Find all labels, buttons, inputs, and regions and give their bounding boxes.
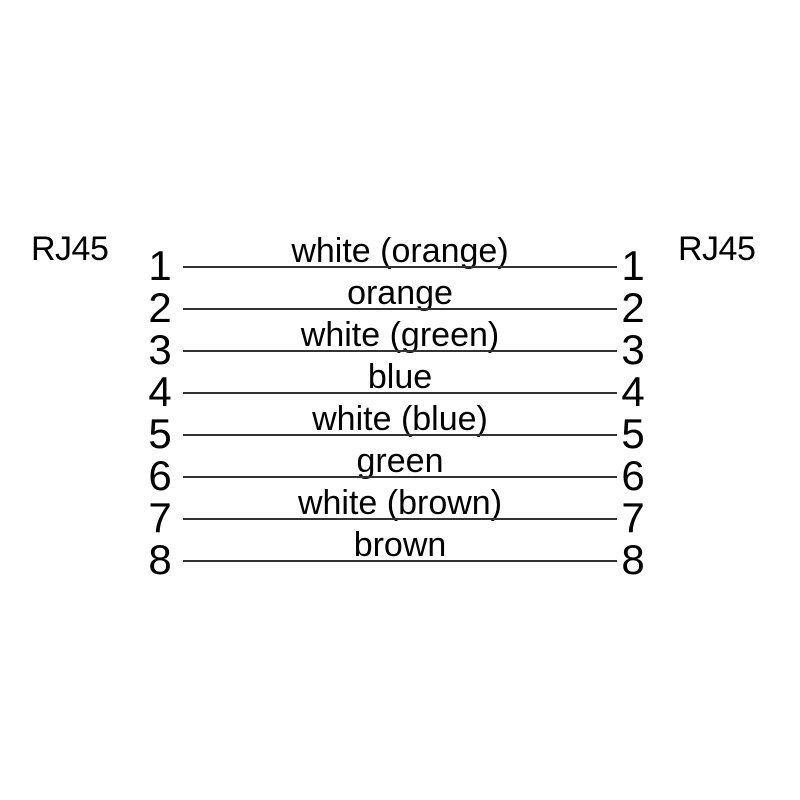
wire-color-label: white (orange) bbox=[291, 232, 509, 270]
left-connector-label: RJ45 bbox=[31, 230, 109, 268]
left-pin-number: 7 bbox=[148, 494, 172, 541]
wire-line bbox=[183, 392, 617, 394]
wire-color-label: blue bbox=[367, 358, 433, 396]
wire-line bbox=[183, 350, 617, 352]
right-pin-number: 3 bbox=[621, 326, 645, 373]
left-pin-number: 3 bbox=[148, 326, 172, 373]
right-pin-number: 2 bbox=[621, 284, 645, 331]
left-pin-number: 2 bbox=[148, 284, 172, 331]
left-pin-number: 1 bbox=[148, 242, 172, 289]
right-pin-number: 4 bbox=[621, 368, 645, 415]
right-connector-label: RJ45 bbox=[678, 230, 756, 268]
left-pin-number: 6 bbox=[148, 452, 172, 499]
right-pin-number: 5 bbox=[621, 410, 645, 457]
right-pin-number: 7 bbox=[621, 494, 645, 541]
wire-line bbox=[183, 266, 617, 268]
left-pin-number: 8 bbox=[148, 536, 172, 583]
wire-color-label: white (blue) bbox=[312, 400, 488, 438]
wire-line bbox=[183, 476, 617, 478]
right-pin-number: 8 bbox=[621, 536, 645, 583]
wire-color-label: white (brown) bbox=[297, 484, 503, 522]
wire-line bbox=[183, 518, 617, 520]
right-pin-number: 1 bbox=[621, 242, 645, 289]
wire-color-label: brown bbox=[353, 526, 447, 564]
left-pin-number: 4 bbox=[148, 368, 172, 415]
right-pin-number: 6 bbox=[621, 452, 645, 499]
wire-line bbox=[183, 434, 617, 436]
wire-line bbox=[183, 560, 617, 562]
left-pin-number: 5 bbox=[148, 410, 172, 457]
wire-color-label: green bbox=[356, 442, 444, 480]
wire-color-label: white (green) bbox=[300, 316, 500, 354]
wire-line bbox=[183, 308, 617, 310]
wire-color-label: orange bbox=[347, 274, 453, 312]
